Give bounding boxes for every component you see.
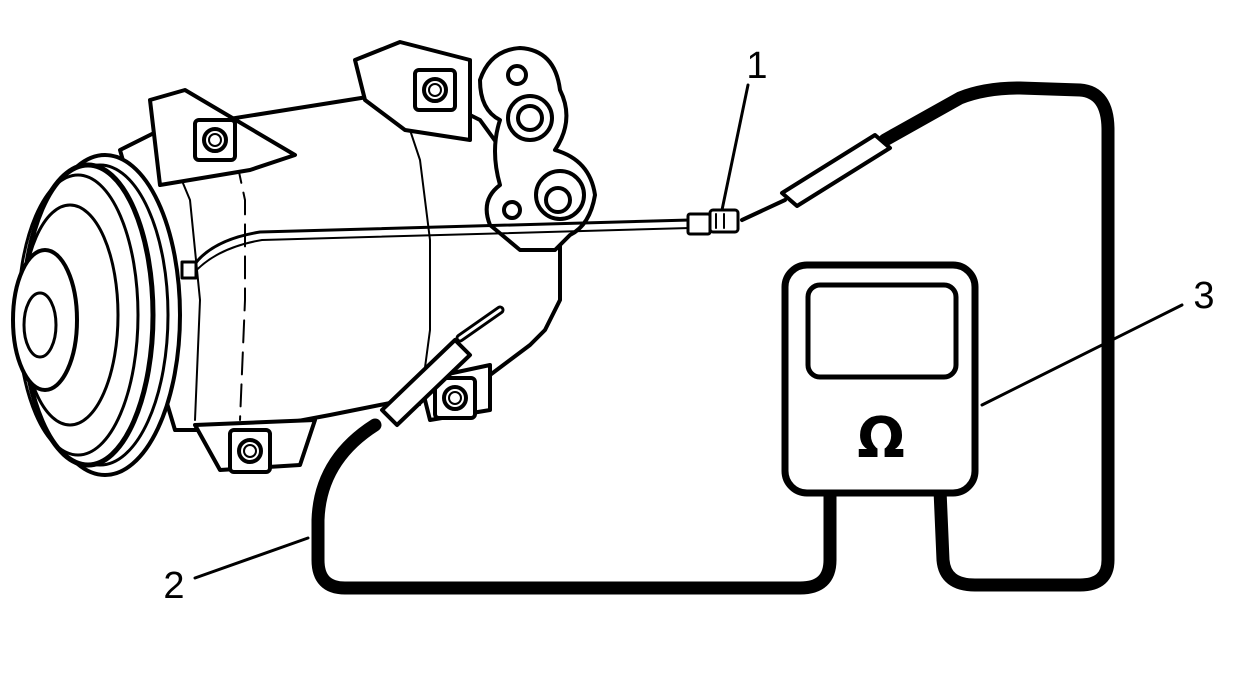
test-lead-ground-side [311,305,837,595]
wire-connector [686,208,740,236]
callout-1: 1 [720,45,768,212]
ohm-symbol: Ω [857,406,905,471]
callout-label-2: 2 [163,565,184,607]
callout-label-3: 3 [1193,275,1214,317]
meter-display [805,282,959,380]
callout-3: 3 [980,275,1215,407]
callout-label-1: 1 [746,45,767,87]
mounting-ear-top-left [148,88,297,187]
ac-compressor [11,40,597,477]
clutch-coil-wire [180,218,692,280]
test-lead-connector-side [740,81,1115,592]
clutch-pulley [11,153,182,477]
mounting-ear-top-center [353,40,472,142]
callout-2: 2 [163,536,310,607]
rear-manifold [478,46,597,252]
mounting-ear-bottom-center [418,363,492,422]
ohmmeter: Ω [781,261,979,497]
mounting-ear-bottom-left [193,418,317,474]
